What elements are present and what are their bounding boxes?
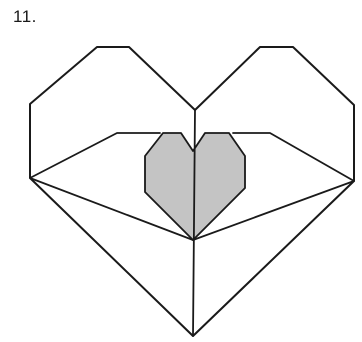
center-fold-line bbox=[193, 110, 195, 336]
right-pocket-edge bbox=[233, 133, 354, 181]
left-pocket-edge bbox=[30, 133, 160, 178]
